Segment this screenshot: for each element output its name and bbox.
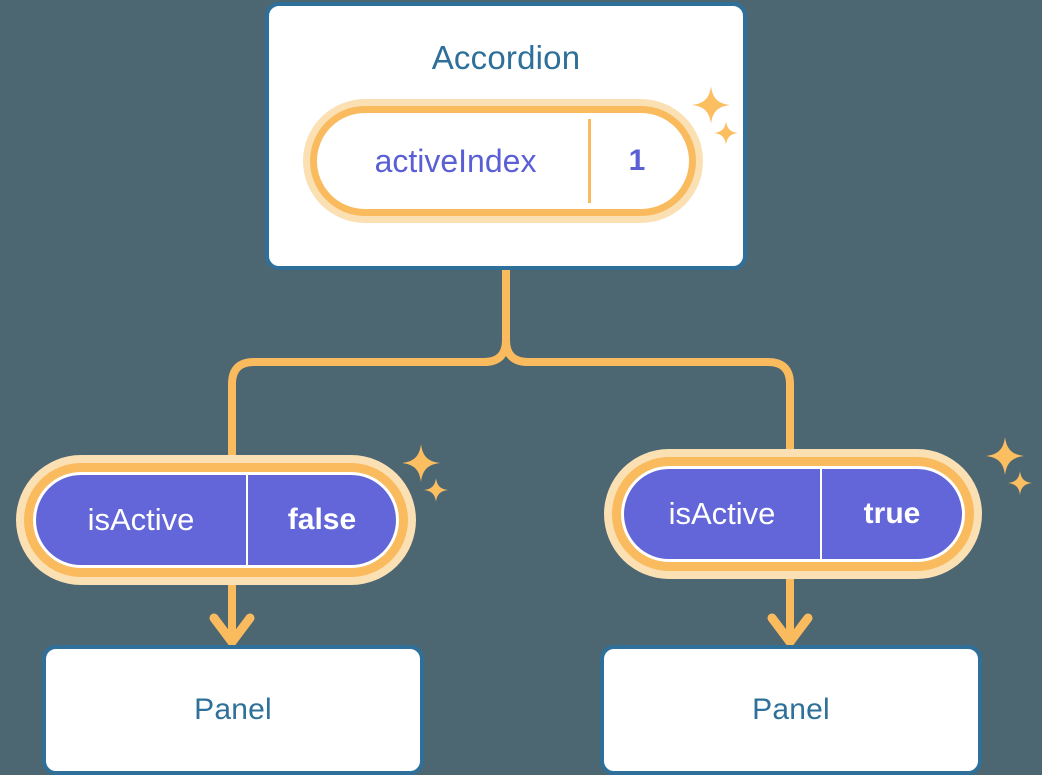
sparkle-icon-small xyxy=(1008,471,1032,495)
sparkle-icon-small xyxy=(424,478,448,502)
state-pill-isactive-true[interactable]: isActive true xyxy=(604,449,982,579)
card-title-panel: Panel xyxy=(194,693,272,726)
pill-divider xyxy=(820,469,822,559)
state-value-label: true xyxy=(863,497,921,530)
pill-body: isActive false xyxy=(33,472,399,568)
sparkle-icon xyxy=(986,437,1024,475)
state-key-label: isActive xyxy=(668,496,776,531)
state-value-label: false xyxy=(287,503,357,536)
pill-divider xyxy=(588,119,591,203)
card-title-accordion: Accordion xyxy=(431,39,581,76)
card-title-panel: Panel xyxy=(752,693,830,726)
pill-body: isActive true xyxy=(621,466,965,562)
state-key-label: isActive xyxy=(87,502,195,537)
state-value-label: 1 xyxy=(628,144,646,177)
pill-body: activeIndex 1 xyxy=(317,113,689,209)
state-key-label: activeIndex xyxy=(374,142,537,179)
connector-branch-left xyxy=(228,336,510,474)
state-pill-isactive-false[interactable]: isActive false xyxy=(16,455,416,585)
sparkle-icon xyxy=(402,444,440,482)
arrow-head-left xyxy=(209,613,255,647)
state-pill-activeindex[interactable]: activeIndex 1 xyxy=(303,99,703,223)
pill-divider xyxy=(246,475,248,565)
component-card-panel-right[interactable]: Panel xyxy=(600,645,982,775)
arrow-head-right xyxy=(767,613,813,647)
component-card-panel-left[interactable]: Panel xyxy=(42,645,424,775)
